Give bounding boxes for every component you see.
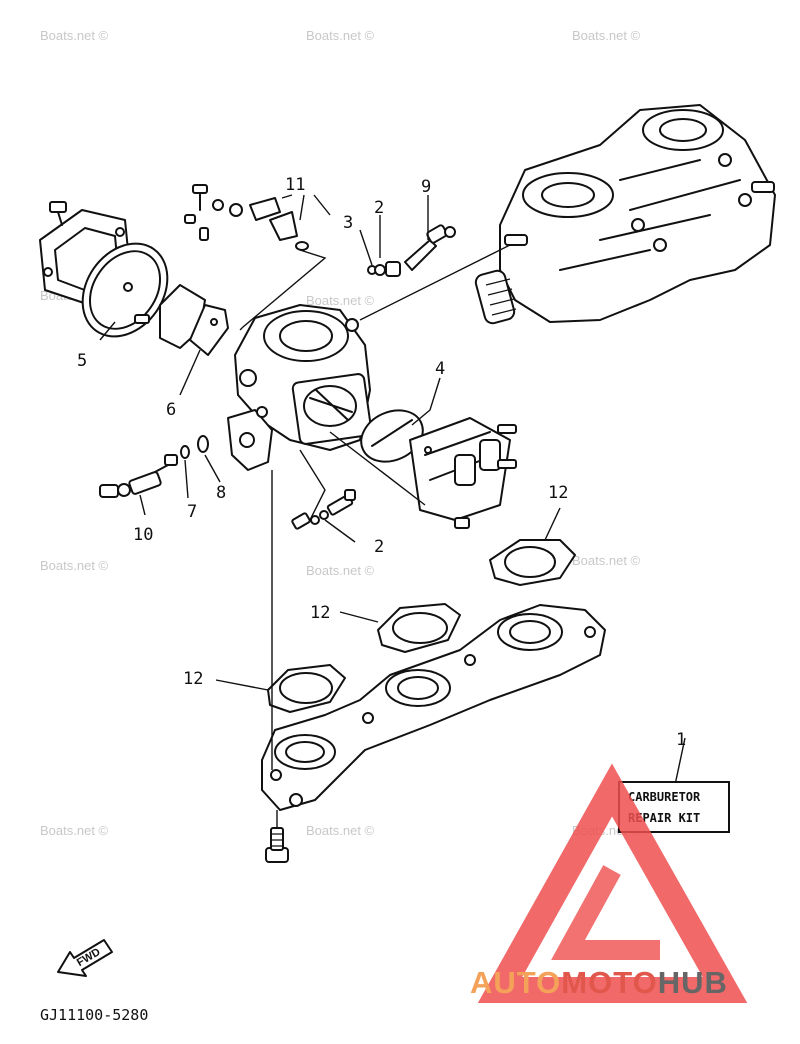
forward-arrow: FWD: [57, 939, 113, 977]
diaphragm: [81, 242, 169, 338]
callout-8: 8: [216, 483, 226, 503]
carburetor-body: [234, 304, 373, 451]
automotohub-logo: AUTOMOTOHUB: [470, 763, 748, 1003]
part-code: GJ11100-5280: [40, 1006, 148, 1024]
callout-7: 7: [187, 502, 197, 522]
intake-manifold: [261, 604, 606, 811]
watermark: Boats.net ©: [40, 558, 109, 573]
mixture-screw-assembly: [367, 224, 456, 277]
callout-12: 12: [548, 483, 568, 503]
callout-1: 1: [676, 730, 686, 750]
carburetor-assembly-background: [474, 104, 776, 325]
gasket: [267, 664, 346, 713]
gasket: [489, 539, 576, 586]
pilot-screw-set: [184, 184, 309, 251]
watermark: Boats.net ©: [572, 553, 641, 568]
callout-6: 6: [166, 400, 176, 420]
watermark: Boats.net ©: [306, 293, 375, 308]
watermark: Boats.net ©: [572, 28, 641, 43]
manifold-bolt: [265, 827, 289, 863]
watermark: Boats.net ©: [40, 28, 109, 43]
side-cover-plate: [360, 409, 517, 529]
callout-9: 9: [421, 177, 431, 197]
brand-part-auto: AUTO: [470, 965, 561, 1000]
brand-part-hub: HUB: [658, 965, 728, 1000]
brand-wordmark: AUTOMOTOHUB: [470, 965, 728, 1000]
kit-label-line2: REPAIR KIT: [628, 811, 700, 825]
watermark: Boats.net ©: [40, 823, 109, 838]
callout-10: 10: [133, 525, 153, 545]
callout-2: 2: [374, 537, 384, 557]
pump-cover: [159, 284, 229, 356]
brand-part-moto: MOTO: [561, 965, 657, 1000]
watermark: Boats.net ©: [306, 563, 375, 578]
callout-11: 11: [285, 175, 305, 195]
watermark: Boats.net ©: [306, 823, 375, 838]
leader-lines: [99, 194, 686, 828]
idle-screw: [291, 489, 356, 530]
callout-12: 12: [183, 669, 203, 689]
callout-12: 12: [310, 603, 330, 623]
fuel-jet-parts: [99, 435, 209, 498]
gasket: [377, 603, 461, 653]
throttle-lever: [227, 406, 273, 471]
kit-label-line1: CARBURETOR: [628, 790, 701, 804]
watermark: Boats.net ©: [306, 28, 375, 43]
callout-4: 4: [435, 359, 445, 379]
callout-2: 2: [374, 198, 384, 218]
callout-3: 3: [343, 213, 353, 233]
callout-5: 5: [77, 351, 87, 371]
callout-numbers: 1 2 2 3 4 5 6 7 8 9 10 11 12 12 12: [77, 175, 686, 750]
